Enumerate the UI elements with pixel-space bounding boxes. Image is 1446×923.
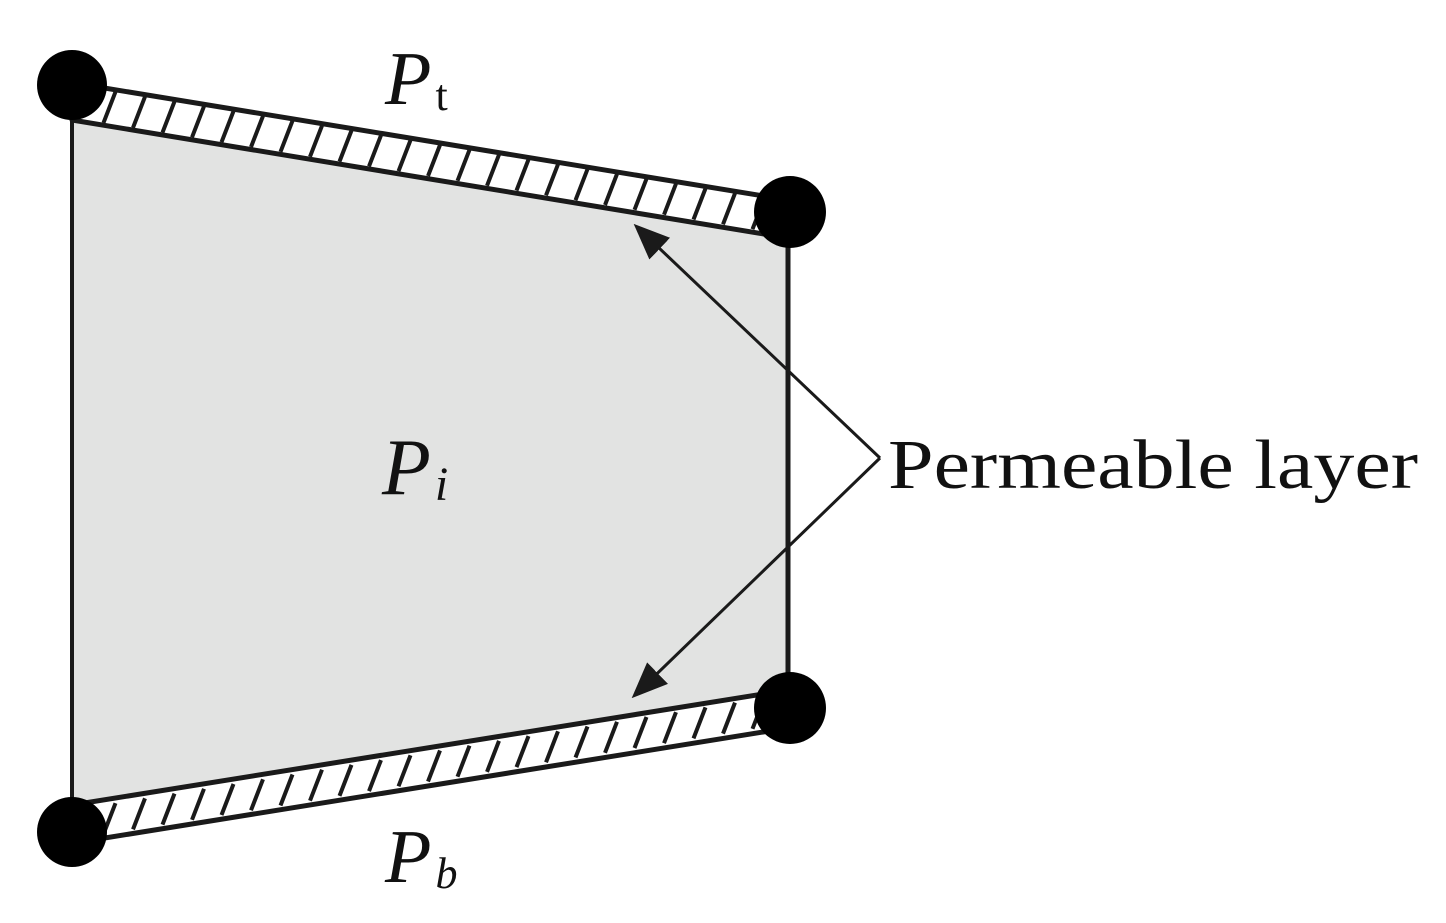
bottom-hatch-mark	[308, 768, 324, 802]
bottom-hatch-mark	[219, 783, 236, 816]
top-hatch-mark	[131, 95, 147, 129]
element-body	[72, 120, 788, 805]
callout-arrow-bottom	[631, 456, 882, 699]
inner-pressure-label: Pi	[381, 424, 448, 512]
top-hatch-mark	[367, 134, 383, 168]
callout-arrows	[631, 223, 882, 699]
bottom-hatch-mark	[278, 773, 295, 807]
top-hatch-mark	[691, 187, 708, 221]
bottom-hatch-mark	[691, 706, 708, 740]
bottom-hatch-mark	[632, 716, 649, 749]
top-hatch-mark	[573, 168, 590, 201]
top-hatch-mark	[485, 153, 501, 187]
bottom-hatch-mark	[249, 778, 265, 812]
bottom-hatch-mark	[426, 749, 442, 783]
top-hatch-mark	[632, 178, 649, 211]
top-hatch-mark	[426, 144, 442, 177]
bottom-hatch-mark	[160, 792, 177, 826]
callout-arrow-top	[633, 223, 882, 460]
top-pressure-label: Pt	[384, 37, 448, 121]
bottom-pressure-label: Pb	[384, 815, 457, 899]
node-bottom-left	[37, 797, 107, 867]
bottom-hatch-mark	[455, 744, 472, 778]
node-bottom-right	[754, 672, 826, 744]
top-hatch-mark	[190, 105, 206, 139]
top-hatch-mark	[101, 91, 118, 124]
bottom-hatch-mark	[721, 701, 737, 735]
top-hatch-mark	[721, 192, 737, 226]
top-hatch-mark	[603, 173, 619, 206]
bottom-hatch-mark	[485, 740, 501, 773]
top-hatch-mark	[308, 124, 324, 158]
top-hatch-mark	[337, 129, 354, 163]
bottom-hatch-mark	[337, 764, 354, 797]
bottom-hatch-mark	[514, 735, 531, 768]
top-hatch-mark	[514, 158, 531, 192]
bottom-hatch-mark	[190, 788, 206, 821]
bottom-hatch-mark	[367, 759, 383, 792]
bottom-hatch-mark	[131, 797, 147, 831]
top-hatch-mark	[396, 139, 413, 172]
node-top-right	[754, 176, 826, 248]
bottom-hatch-mark	[396, 754, 413, 788]
bottom-hatch-mark	[662, 711, 678, 744]
permeable-layer-callout: Permeable layer	[888, 427, 1418, 504]
top-hatch-mark	[249, 115, 265, 148]
top-hatch-mark	[455, 149, 472, 182]
top-hatch-mark	[662, 182, 678, 216]
bottom-hatch-mark	[544, 730, 560, 764]
top-hatch-mark	[278, 120, 295, 153]
top-hatch-mark	[544, 163, 560, 197]
top-hatch-mark	[160, 100, 177, 134]
bottom-hatch-mark	[603, 721, 619, 754]
top-hatch-mark	[219, 110, 236, 143]
bottom-hatch-mark	[573, 725, 590, 759]
node-top-left	[37, 50, 107, 120]
